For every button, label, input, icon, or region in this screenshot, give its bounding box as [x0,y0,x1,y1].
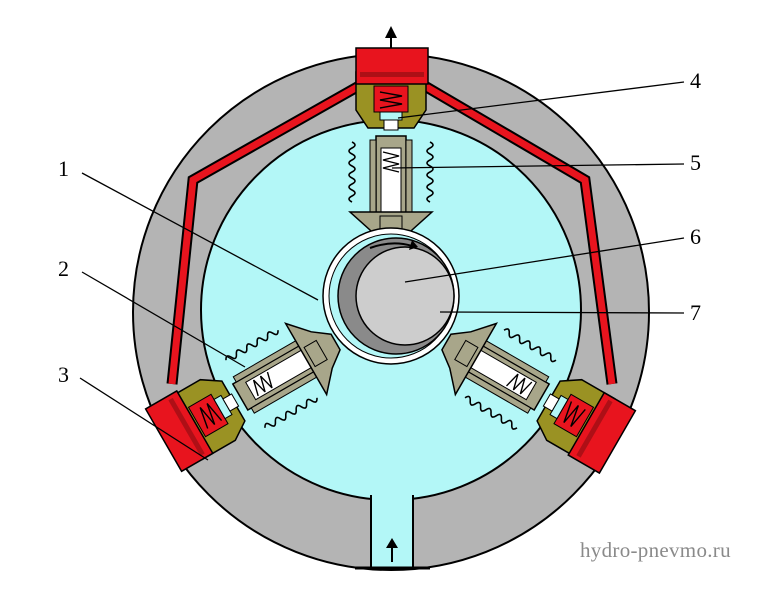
callout-7: 7 [690,300,701,325]
discharge-channels [166,77,618,385]
callout-1: 1 [58,156,69,181]
eccentric-shaft [322,227,460,365]
inlet-arrow-icon [386,538,398,548]
callout-4: 4 [690,68,701,93]
callout-5: 5 [690,150,701,175]
callout-6: 6 [690,224,701,249]
drive-shaft [355,246,455,346]
callout-labels: 1 2 3 4 5 6 7 [58,68,701,387]
inlet-channel [355,494,430,570]
callout-2: 2 [58,256,69,281]
outlet-arrow-icon [385,26,397,38]
watermark: hydro-pnevmo.ru [580,538,731,562]
rotation-arrow [369,242,413,249]
callout-3: 3 [58,362,69,387]
outlet-arrow [385,26,397,50]
rotation-arrow-icon [409,240,418,250]
leader-lines [79,81,685,461]
